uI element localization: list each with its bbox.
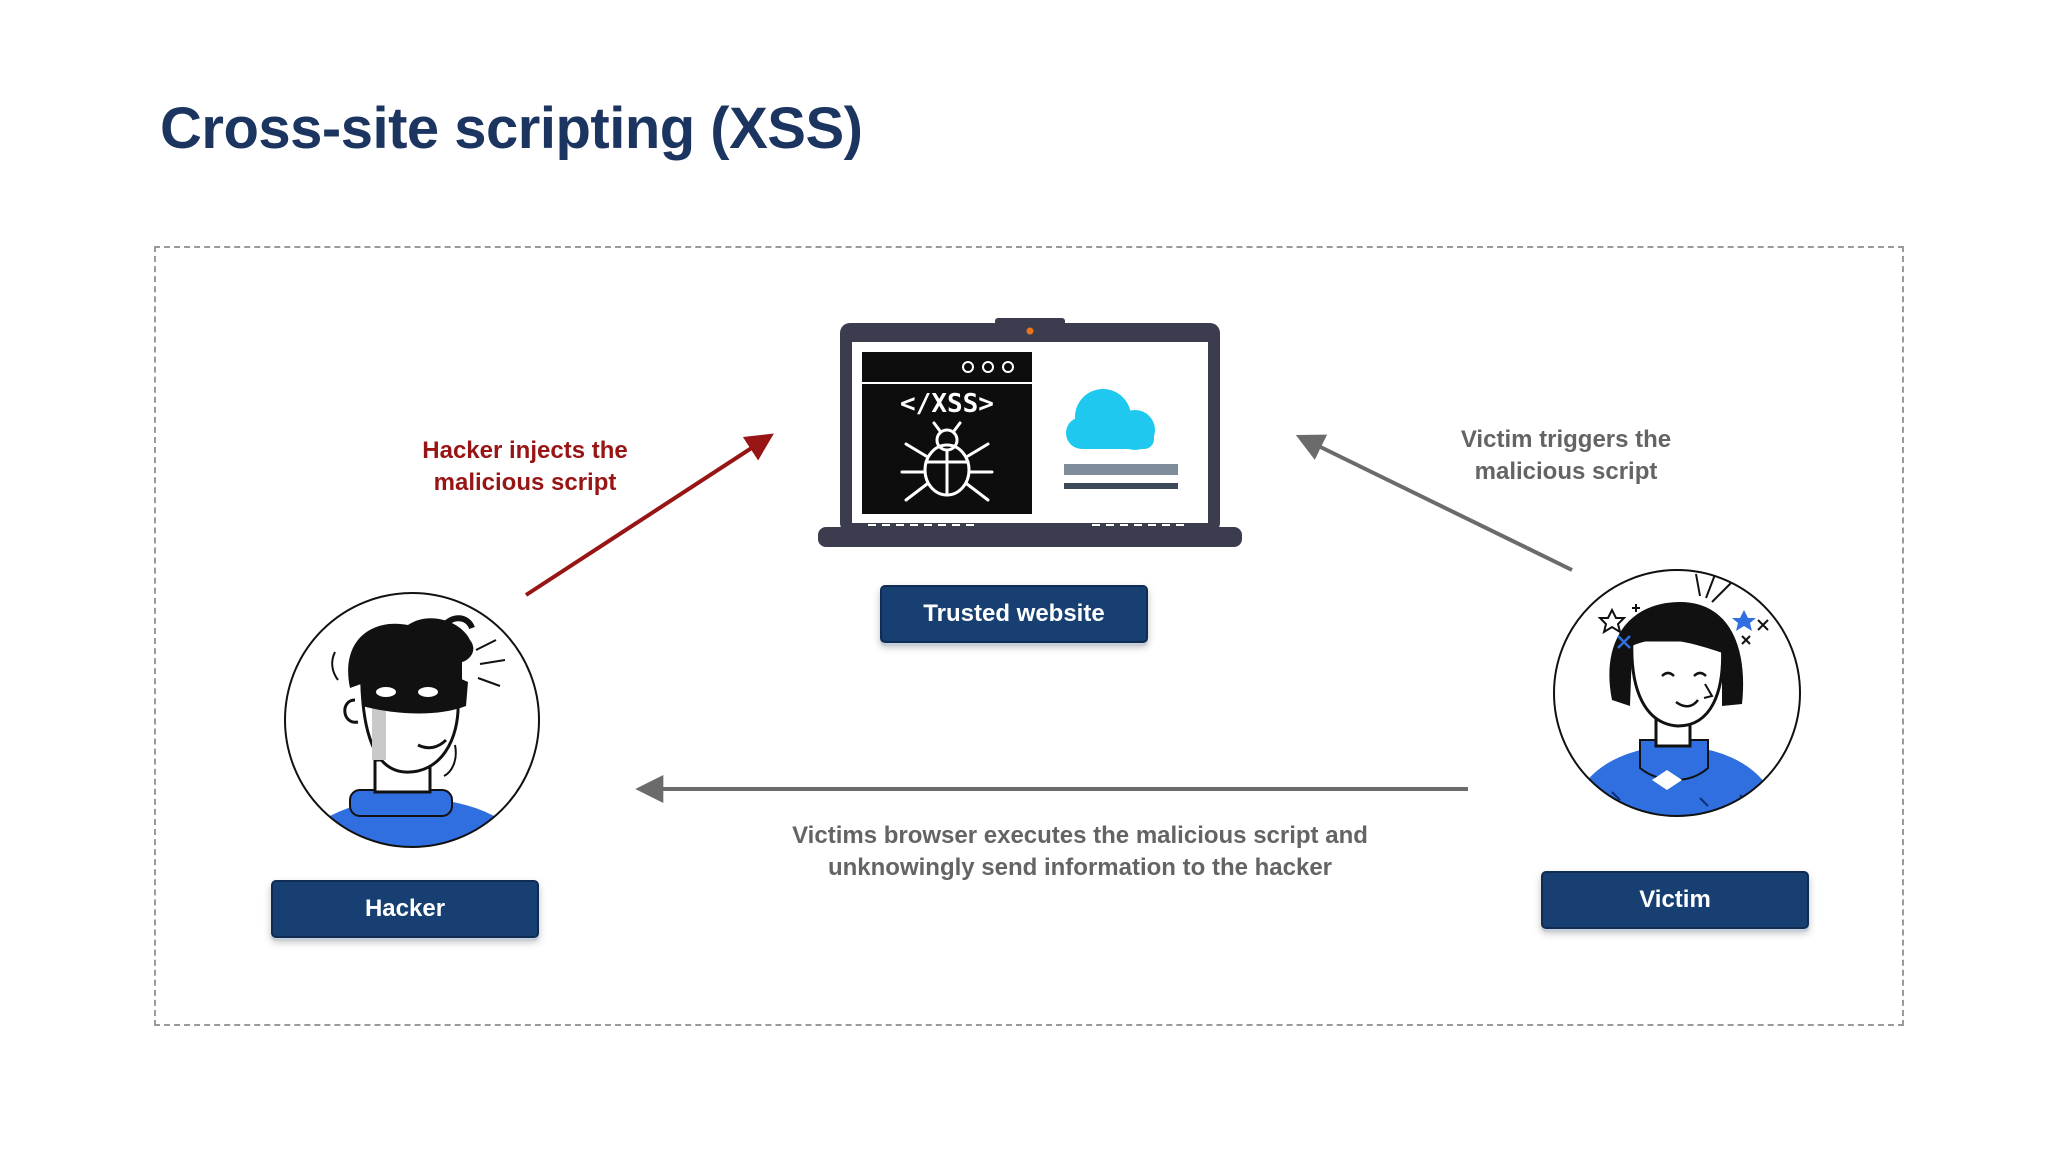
bug-icon bbox=[900, 421, 994, 502]
trigger-note-line: malicious script bbox=[1474, 458, 1658, 485]
cloud-icon bbox=[1066, 389, 1155, 450]
content-line bbox=[1064, 483, 1178, 489]
exfiltrate-note-line: unknowingly send information to the hack… bbox=[827, 854, 1333, 881]
hacker-label: Hacker bbox=[271, 880, 539, 938]
inject-note: Hacker injects the malicious script bbox=[375, 435, 675, 499]
inject-note-line: malicious script bbox=[433, 469, 617, 496]
trigger-note: Victim triggers the malicious script bbox=[1416, 424, 1716, 488]
diagram-frame bbox=[154, 246, 1904, 1026]
exfiltrate-note-line: Victims browser executes the malicious s… bbox=[792, 822, 1368, 849]
trigger-arrow bbox=[1295, 434, 1573, 572]
victim-label: Victim bbox=[1541, 871, 1809, 929]
code-tag: </XSS> bbox=[900, 389, 994, 419]
inject-arrow bbox=[524, 433, 774, 597]
code-window: </XSS> bbox=[862, 352, 1032, 514]
inject-note-line: Hacker injects the bbox=[422, 437, 628, 464]
content-line bbox=[1064, 464, 1178, 475]
hacker-avatar bbox=[284, 592, 540, 848]
victim-avatar bbox=[1553, 569, 1801, 817]
trigger-note-line: Victim triggers the bbox=[1460, 426, 1672, 453]
exfiltrate-note: Victims browser executes the malicious s… bbox=[720, 820, 1440, 884]
slide-title: Cross-site scripting (XSS) bbox=[160, 96, 863, 161]
laptop-icon: </XSS> bbox=[818, 318, 1242, 547]
trusted-website-label: Trusted website bbox=[880, 585, 1148, 643]
